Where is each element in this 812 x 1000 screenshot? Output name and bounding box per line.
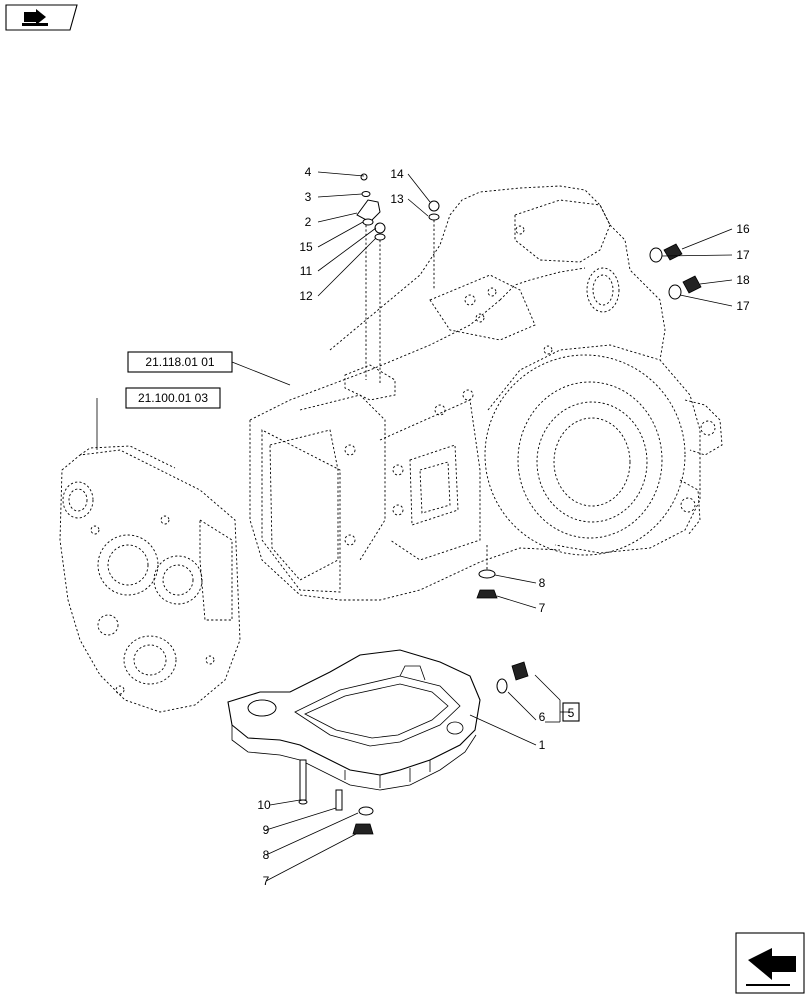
callout-6: 6: [539, 710, 546, 724]
callout-17-upper: 17: [736, 248, 750, 262]
book-arrow-icon[interactable]: [5, 4, 78, 31]
callout-8-upper: 8: [539, 576, 546, 590]
transmission-housing: [249, 185, 723, 601]
callout-18: 18: [736, 273, 750, 287]
reference-box-21-100[interactable]: 21.100.01 03: [125, 387, 221, 409]
callout-3: 3: [305, 190, 312, 204]
callout-2: 2: [305, 215, 312, 229]
callout-12: 12: [299, 289, 313, 303]
leader-lines: [96, 171, 733, 882]
callout-7-upper: 7: [539, 601, 546, 615]
callout-7-lower: 7: [263, 874, 270, 888]
callout-4: 4: [305, 165, 312, 179]
callout-11: 11: [300, 264, 313, 278]
callout-17-lower: 17: [736, 299, 750, 313]
callout-1: 1: [539, 738, 546, 752]
kit-box-5: 5: [562, 702, 580, 722]
callout-14: 14: [390, 167, 404, 181]
reference-box-21-118[interactable]: 21.118.01 01: [127, 351, 233, 373]
reference-21-118-label: 21.118.01 01: [145, 355, 215, 369]
small-parts: [298, 173, 702, 835]
callout-15: 15: [299, 240, 313, 254]
kit-5-label: 5: [568, 706, 575, 720]
callout-16: 16: [736, 222, 750, 236]
oil-sump: [227, 649, 481, 791]
callout-13: 13: [390, 192, 404, 206]
alignment-lines: [365, 220, 488, 570]
callout-10: 10: [257, 798, 271, 812]
front-cover-housing: [59, 445, 241, 713]
callout-labels: 4 3 2 15 11 12 14 13 16 17 18 17 8 7 6 1…: [257, 165, 750, 888]
reference-21-100-label: 21.100.01 03: [138, 391, 208, 405]
callout-9: 9: [263, 823, 270, 837]
next-arrow-icon[interactable]: [735, 932, 805, 994]
callout-8-lower: 8: [263, 848, 270, 862]
